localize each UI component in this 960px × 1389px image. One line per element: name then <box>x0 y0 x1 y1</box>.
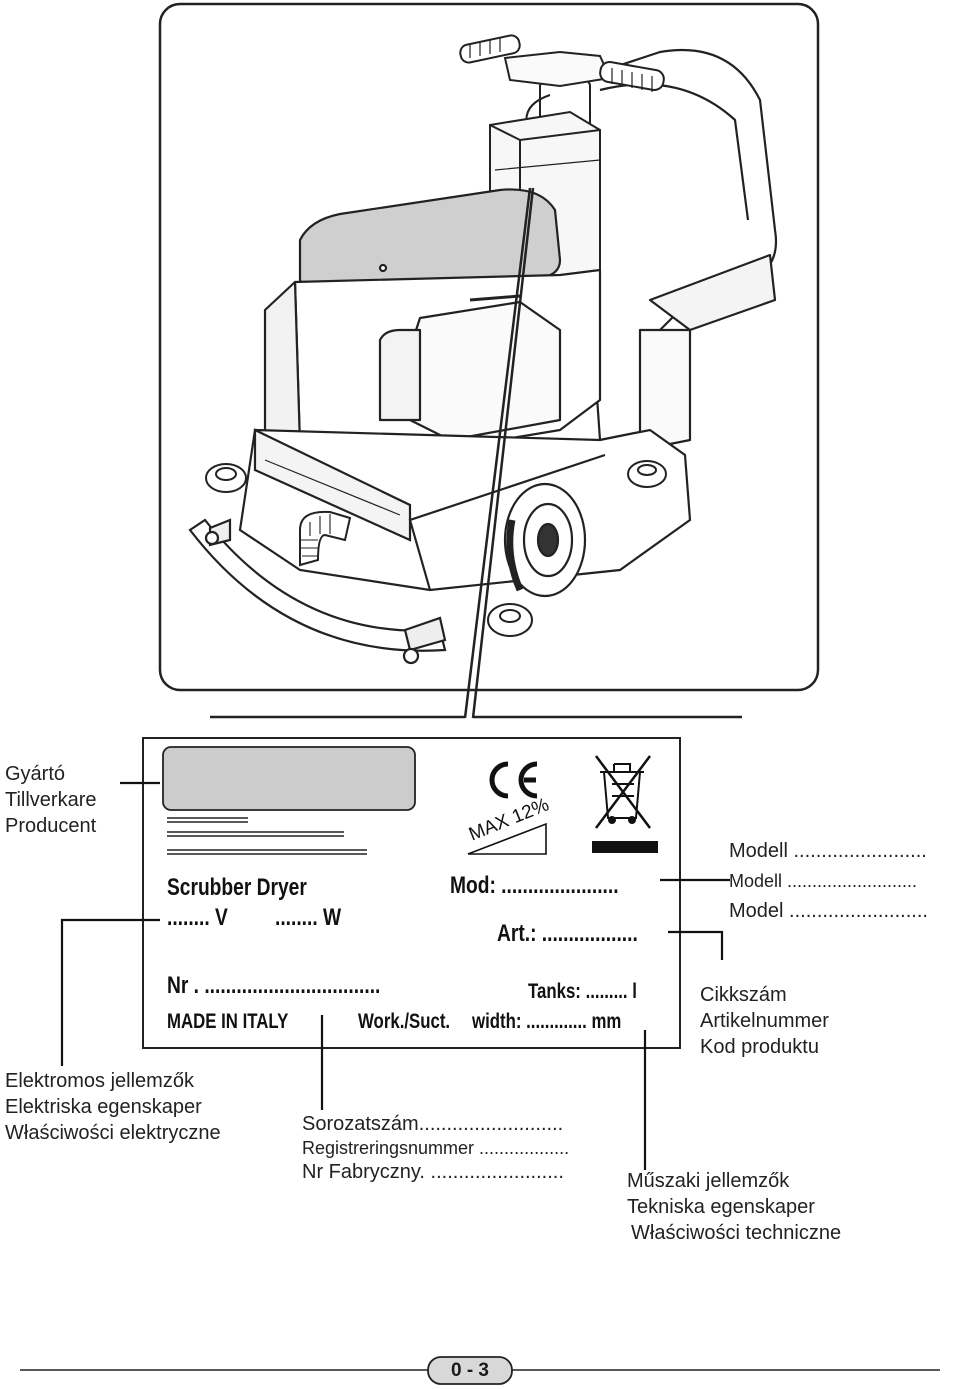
callout-model-sv: Modell .......................... <box>729 871 918 891</box>
manufacturer-lines <box>167 817 367 855</box>
machine-body <box>573 48 778 452</box>
suction-hose <box>299 510 352 567</box>
callout-electrical: Elektromos jellemzők Elektriska egenskap… <box>5 1068 221 1146</box>
callout-technical-hu: Műszaki jellemzők <box>627 1170 790 1192</box>
crossed-bin-icon <box>595 755 651 829</box>
callout-manufacturer-sv: Tillverkare <box>5 789 97 811</box>
serial-nr-field: Nr . ................................. <box>167 972 381 999</box>
callout-connectors <box>60 781 730 1170</box>
callout-electrical-hu: Elektromos jellemzők <box>5 1070 194 1092</box>
bin-underline-bar <box>592 841 658 853</box>
callout-article-sv: Artikelnummer <box>700 1010 829 1032</box>
callout-manufacturer-hu: Gyártó <box>5 763 66 785</box>
callout-manufacturer-pl: Producent <box>5 815 97 837</box>
callout-technical-sv: Tekniska egenskaper <box>627 1196 815 1218</box>
ce-mark-icon <box>489 761 538 799</box>
mod-field: Mod: ...................... <box>450 872 619 899</box>
slope-icon <box>467 822 547 855</box>
page-number-pill <box>427 1356 513 1385</box>
power-field: ........ W <box>275 904 342 931</box>
callout-serial-pl: Nr Fabryczny. ........................ <box>302 1161 564 1183</box>
base-chassis <box>238 428 692 592</box>
plate-leader-lines <box>210 187 742 719</box>
front-body <box>263 268 602 452</box>
callout-model-hu: Modell ........................ <box>729 840 927 862</box>
callout-manufacturer: Gyártó Tillverkare Producent <box>5 761 97 839</box>
rear-wheel <box>503 482 587 598</box>
callout-technical-pl: Właściwości techniczne <box>631 1222 842 1244</box>
callout-technical: Műszaki jellemzők Tekniska egenskaper Wł… <box>627 1168 841 1246</box>
width-field: width: ............. mm <box>472 1010 622 1033</box>
squeegee <box>188 518 447 665</box>
callout-serial: Sorozatszám.......................... Re… <box>302 1112 569 1184</box>
callout-electrical-sv: Elektriska egenskaper <box>5 1096 202 1118</box>
callout-model-pl: Model ......................... <box>729 900 928 922</box>
callout-article-hu: Cikkszám <box>700 984 787 1006</box>
voltage-field: ........ V <box>167 904 228 931</box>
tanks-field: Tanks: ......... l <box>528 980 637 1003</box>
art-field: Art.: .................. <box>497 920 638 947</box>
page-number: 0 - 3 <box>450 1360 490 1381</box>
product-name: Scrubber Dryer <box>167 874 307 901</box>
callout-model: Modell ........................ Modell .… <box>729 836 928 926</box>
illustration-frame <box>158 2 820 692</box>
made-in-label: MADE IN ITALY <box>167 1010 289 1033</box>
callout-serial-hu: Sorozatszám.......................... <box>302 1113 564 1135</box>
work-suct-label: Work./Suct. <box>358 1010 451 1033</box>
callout-article-pl: Kod produktu <box>700 1036 819 1058</box>
caps <box>205 460 667 637</box>
manufacturer-logo-area <box>162 746 416 811</box>
callout-electrical-pl: Właściwości elektryczne <box>5 1122 221 1144</box>
callout-serial-sv: Registreringsnummer .................. <box>302 1138 570 1158</box>
handlebar <box>459 34 665 92</box>
callout-article: Cikkszám Artikelnummer Kod produktu <box>700 982 829 1060</box>
